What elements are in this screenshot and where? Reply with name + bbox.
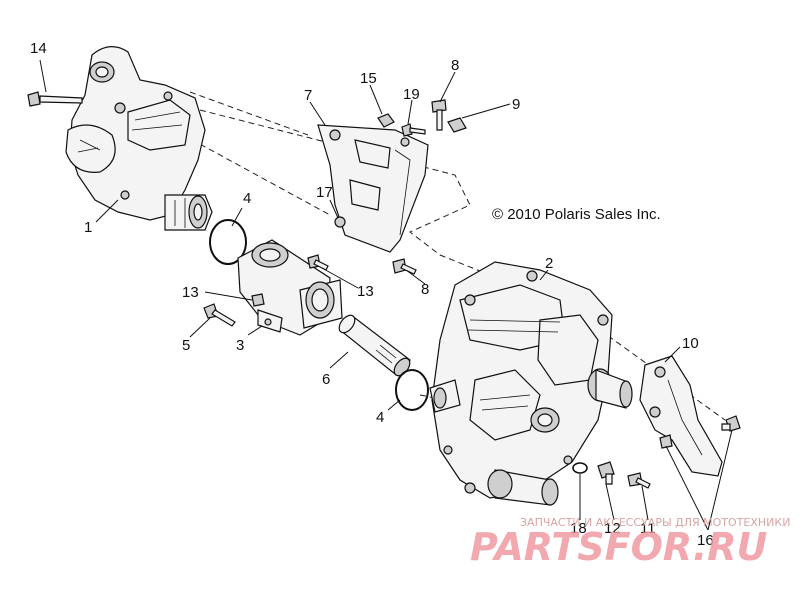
mount-bracket-10 [639,355,723,477]
callout-3: 3 [236,337,244,354]
plug-12 [597,461,615,485]
drive-tube [338,314,411,377]
gearcase-housing-left [65,46,213,231]
callout-10: 10 [682,335,699,352]
callout-8-upper: 8 [451,57,459,74]
callout-9: 9 [512,96,520,113]
bolt-16-a [721,415,741,432]
bolt-19 [401,123,426,137]
callout-4-lower: 4 [376,409,384,426]
callout-12: 12 [604,520,621,537]
callout-11: 11 [640,520,656,537]
watermark: ЗАПЧАСТИ И АКСЕССУАРЫ ДЛЯ МОТОТЕХНИКИ PA… [470,516,790,569]
callout-2: 2 [545,255,553,272]
bolt-14 [27,91,83,107]
bolt-16-b [659,434,673,449]
callout-4-upper: 4 [243,190,251,207]
watermark-logo: PARTSFOR.RU [470,525,768,569]
seal-ring-18 [572,462,588,474]
o-ring-lower [395,369,429,411]
callout-19: 19 [403,86,420,103]
nut-15 [377,113,395,128]
bolt-5 [203,303,236,327]
mounting-bracket [317,124,429,253]
washer-9 [447,117,467,133]
callout-17: 17 [316,184,333,201]
callout-labels: 14 1 4 13 5 3 13 6 4 7 15 19 8 9 17 8 2 … [30,40,714,549]
callout-14: 14 [30,40,47,57]
bolt-13-right [307,254,329,271]
callout-13-right: 13 [357,283,374,300]
callout-8-lower: 8 [421,281,429,298]
callout-13-left: 13 [182,284,199,301]
adapter-housing [237,239,343,336]
copyright-notice: © 2010 Polaris Sales Inc. [492,206,661,223]
callout-1: 1 [84,219,92,236]
bolt-11 [627,472,651,489]
callout-15: 15 [360,70,377,87]
bolt-13-left [251,293,265,307]
watermark-tagline: ЗАПЧАСТИ И АКСЕССУАРЫ ДЛЯ МОТОТЕХНИКИ [520,516,790,529]
callout-5: 5 [182,337,190,354]
leader-lines [39,59,733,531]
callout-18: 18 [570,520,587,537]
transmission-housing [429,261,633,506]
callout-6: 6 [322,371,330,388]
callout-7: 7 [304,87,312,104]
o-ring-upper [209,219,247,265]
bolt-8-lower [392,258,417,275]
callout-16: 16 [697,532,714,549]
bolt-8-upper [431,99,447,131]
